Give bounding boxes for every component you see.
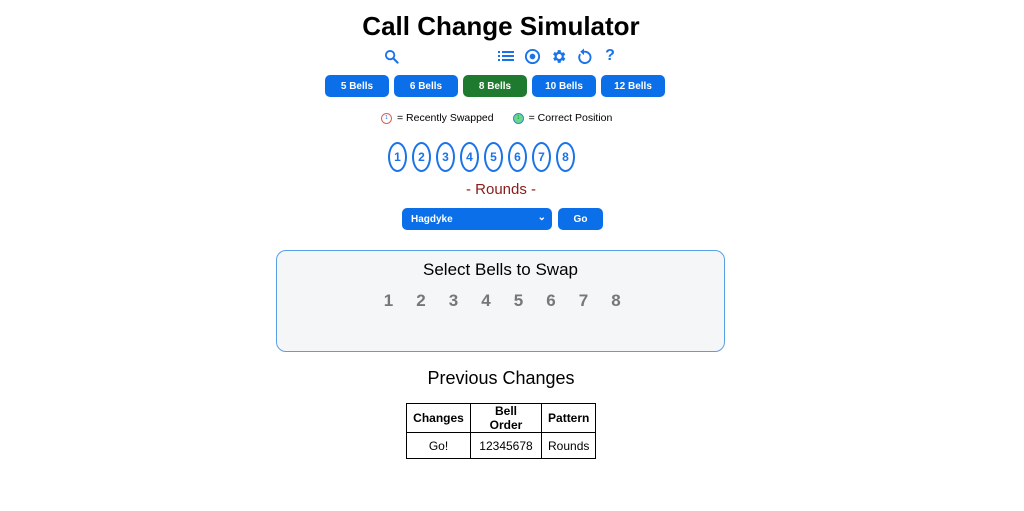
column-header: Changes	[406, 403, 471, 433]
swap-bell-row: 1 2 3 4 5 6 7 8	[381, 291, 624, 311]
correct-position-label: = Correct Position	[528, 112, 613, 124]
swap-bell-1[interactable]: 1	[383, 291, 394, 310]
method-select-value: Hagdyke	[411, 213, 453, 225]
swap-bell-3[interactable]: 3	[448, 291, 459, 310]
swap-bell-4[interactable]: 4	[481, 291, 491, 310]
ten-bells-button[interactable]: 10 Bells	[532, 75, 596, 97]
page-title: Call Change Simulator	[362, 11, 640, 41]
bell-8[interactable]: 8	[556, 142, 575, 172]
recently-swapped-label: = Recently Swapped	[397, 112, 494, 124]
table-row: Go! 12345678 Rounds	[406, 432, 597, 459]
recently-swapped-dot: 1	[381, 112, 392, 124]
method-select[interactable]: Hagdyke ⌄	[402, 208, 552, 230]
chevron-down-icon: ⌄	[537, 212, 546, 223]
bell-2[interactable]: 2	[412, 142, 431, 172]
swap-bell-6[interactable]: 6	[546, 291, 556, 310]
correct-position-dot: 1	[512, 112, 524, 124]
table-cell: Rounds	[540, 432, 597, 459]
reset-icon[interactable]	[574, 46, 594, 66]
legend: 1 = Recently Swapped 1 = Correct Positio…	[381, 112, 612, 124]
search-icon[interactable]	[381, 46, 401, 66]
swap-panel: Select Bells to Swap 1 2 3 4 5 6 7 8	[276, 250, 725, 352]
go-button[interactable]: Go	[558, 208, 603, 230]
previous-changes-title: Previous Changes	[427, 368, 575, 388]
previous-changes-table: Changes Bell Order Pattern Go! 12345678 …	[406, 403, 597, 459]
table-header-row: Changes Bell Order Pattern	[406, 403, 597, 433]
swap-bell-5[interactable]: 5	[513, 291, 524, 310]
bell-row: 1 2 3 4 5 6 7 8	[388, 142, 575, 172]
target-icon[interactable]	[522, 46, 542, 66]
gear-icon[interactable]	[548, 46, 568, 66]
swap-bell-7[interactable]: 7	[578, 291, 589, 310]
bell-count-selector: 5 Bells 6 Bells 8 Bells 10 Bells 12 Bell…	[325, 75, 665, 97]
list-icon[interactable]	[496, 46, 516, 66]
bell-7[interactable]: 7	[532, 142, 551, 172]
bell-5[interactable]: 5	[484, 142, 503, 172]
bell-6[interactable]: 6	[508, 142, 527, 172]
table-cell: Go!	[406, 432, 471, 459]
bell-4[interactable]: 4	[460, 142, 479, 172]
bell-1[interactable]: 1	[388, 142, 407, 172]
help-icon[interactable]: ?	[605, 47, 615, 64]
column-header: Bell Order	[470, 403, 542, 433]
pattern-status: - Rounds -	[465, 181, 537, 198]
five-bells-button[interactable]: 5 Bells	[325, 75, 389, 97]
swap-panel-title: Select Bells to Swap	[423, 260, 578, 279]
column-header: Pattern	[540, 403, 597, 433]
twelve-bells-button[interactable]: 12 Bells	[601, 75, 665, 97]
six-bells-button[interactable]: 6 Bells	[394, 75, 458, 97]
eight-bells-button[interactable]: 8 Bells	[463, 75, 527, 97]
swap-bell-8[interactable]: 8	[611, 291, 621, 310]
bell-3[interactable]: 3	[436, 142, 455, 172]
swap-bell-2[interactable]: 2	[416, 291, 426, 310]
table-cell: 12345678	[470, 432, 542, 459]
